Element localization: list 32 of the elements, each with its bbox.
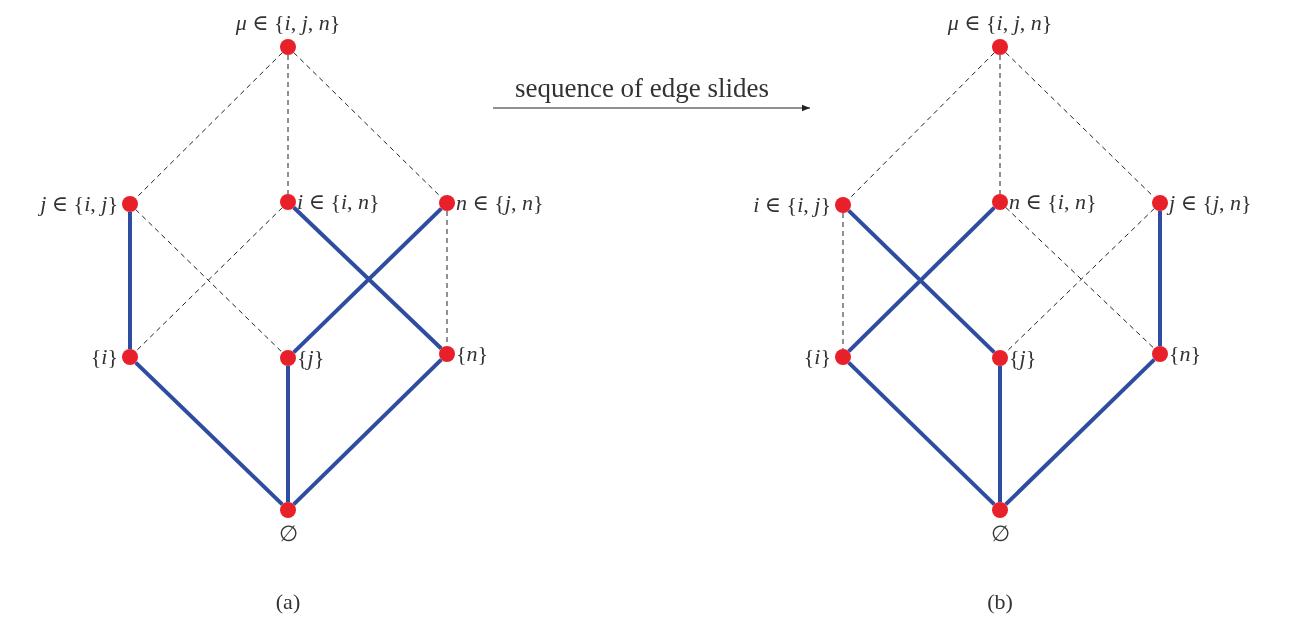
dashed-line: [842, 212, 844, 350]
panel-label: (b): [987, 590, 1013, 615]
vertex-label: n ∈ {i, n}: [1009, 189, 1097, 215]
vertex-label: {i}: [803, 344, 831, 370]
edge-line: [1004, 358, 1156, 506]
edge-line: [128, 212, 132, 349]
vertex-label: ∅: [990, 522, 1010, 547]
edge-line: [286, 366, 290, 502]
dashed-line: [293, 52, 442, 198]
vertex-label: μ ∈ {i, j, n}: [947, 10, 1053, 35]
edge-line: [134, 361, 284, 506]
vertex-label: {n}: [456, 341, 489, 367]
dashed-line: [287, 54, 289, 195]
arrow-label: sequence of edge slides: [514, 74, 770, 104]
edge-line: [847, 361, 996, 506]
vertex-label: {i}: [90, 344, 118, 370]
dashed-line: [135, 52, 283, 199]
vertex-label: {n}: [1169, 341, 1202, 367]
vertex-label: i ∈ {i, n}: [297, 189, 380, 215]
edge-line: [1158, 211, 1162, 346]
vertex-label: j ∈ {i, j}: [40, 191, 118, 217]
dashed-line: [999, 54, 1001, 195]
edge-line: [998, 366, 1002, 502]
vertex-label: i ∈ {i, j}: [753, 192, 831, 218]
dashed-line: [848, 52, 995, 200]
vertex-label: n ∈ {j, n}: [456, 190, 544, 216]
vertex-label: ∅: [278, 522, 298, 547]
vertex-label: {j}: [1009, 346, 1037, 371]
vertex-label: μ ∈ {i, j, n}: [235, 10, 341, 35]
panel-label: (a): [275, 590, 301, 615]
vertex-label: {j}: [297, 346, 325, 371]
edge-line: [292, 358, 443, 506]
